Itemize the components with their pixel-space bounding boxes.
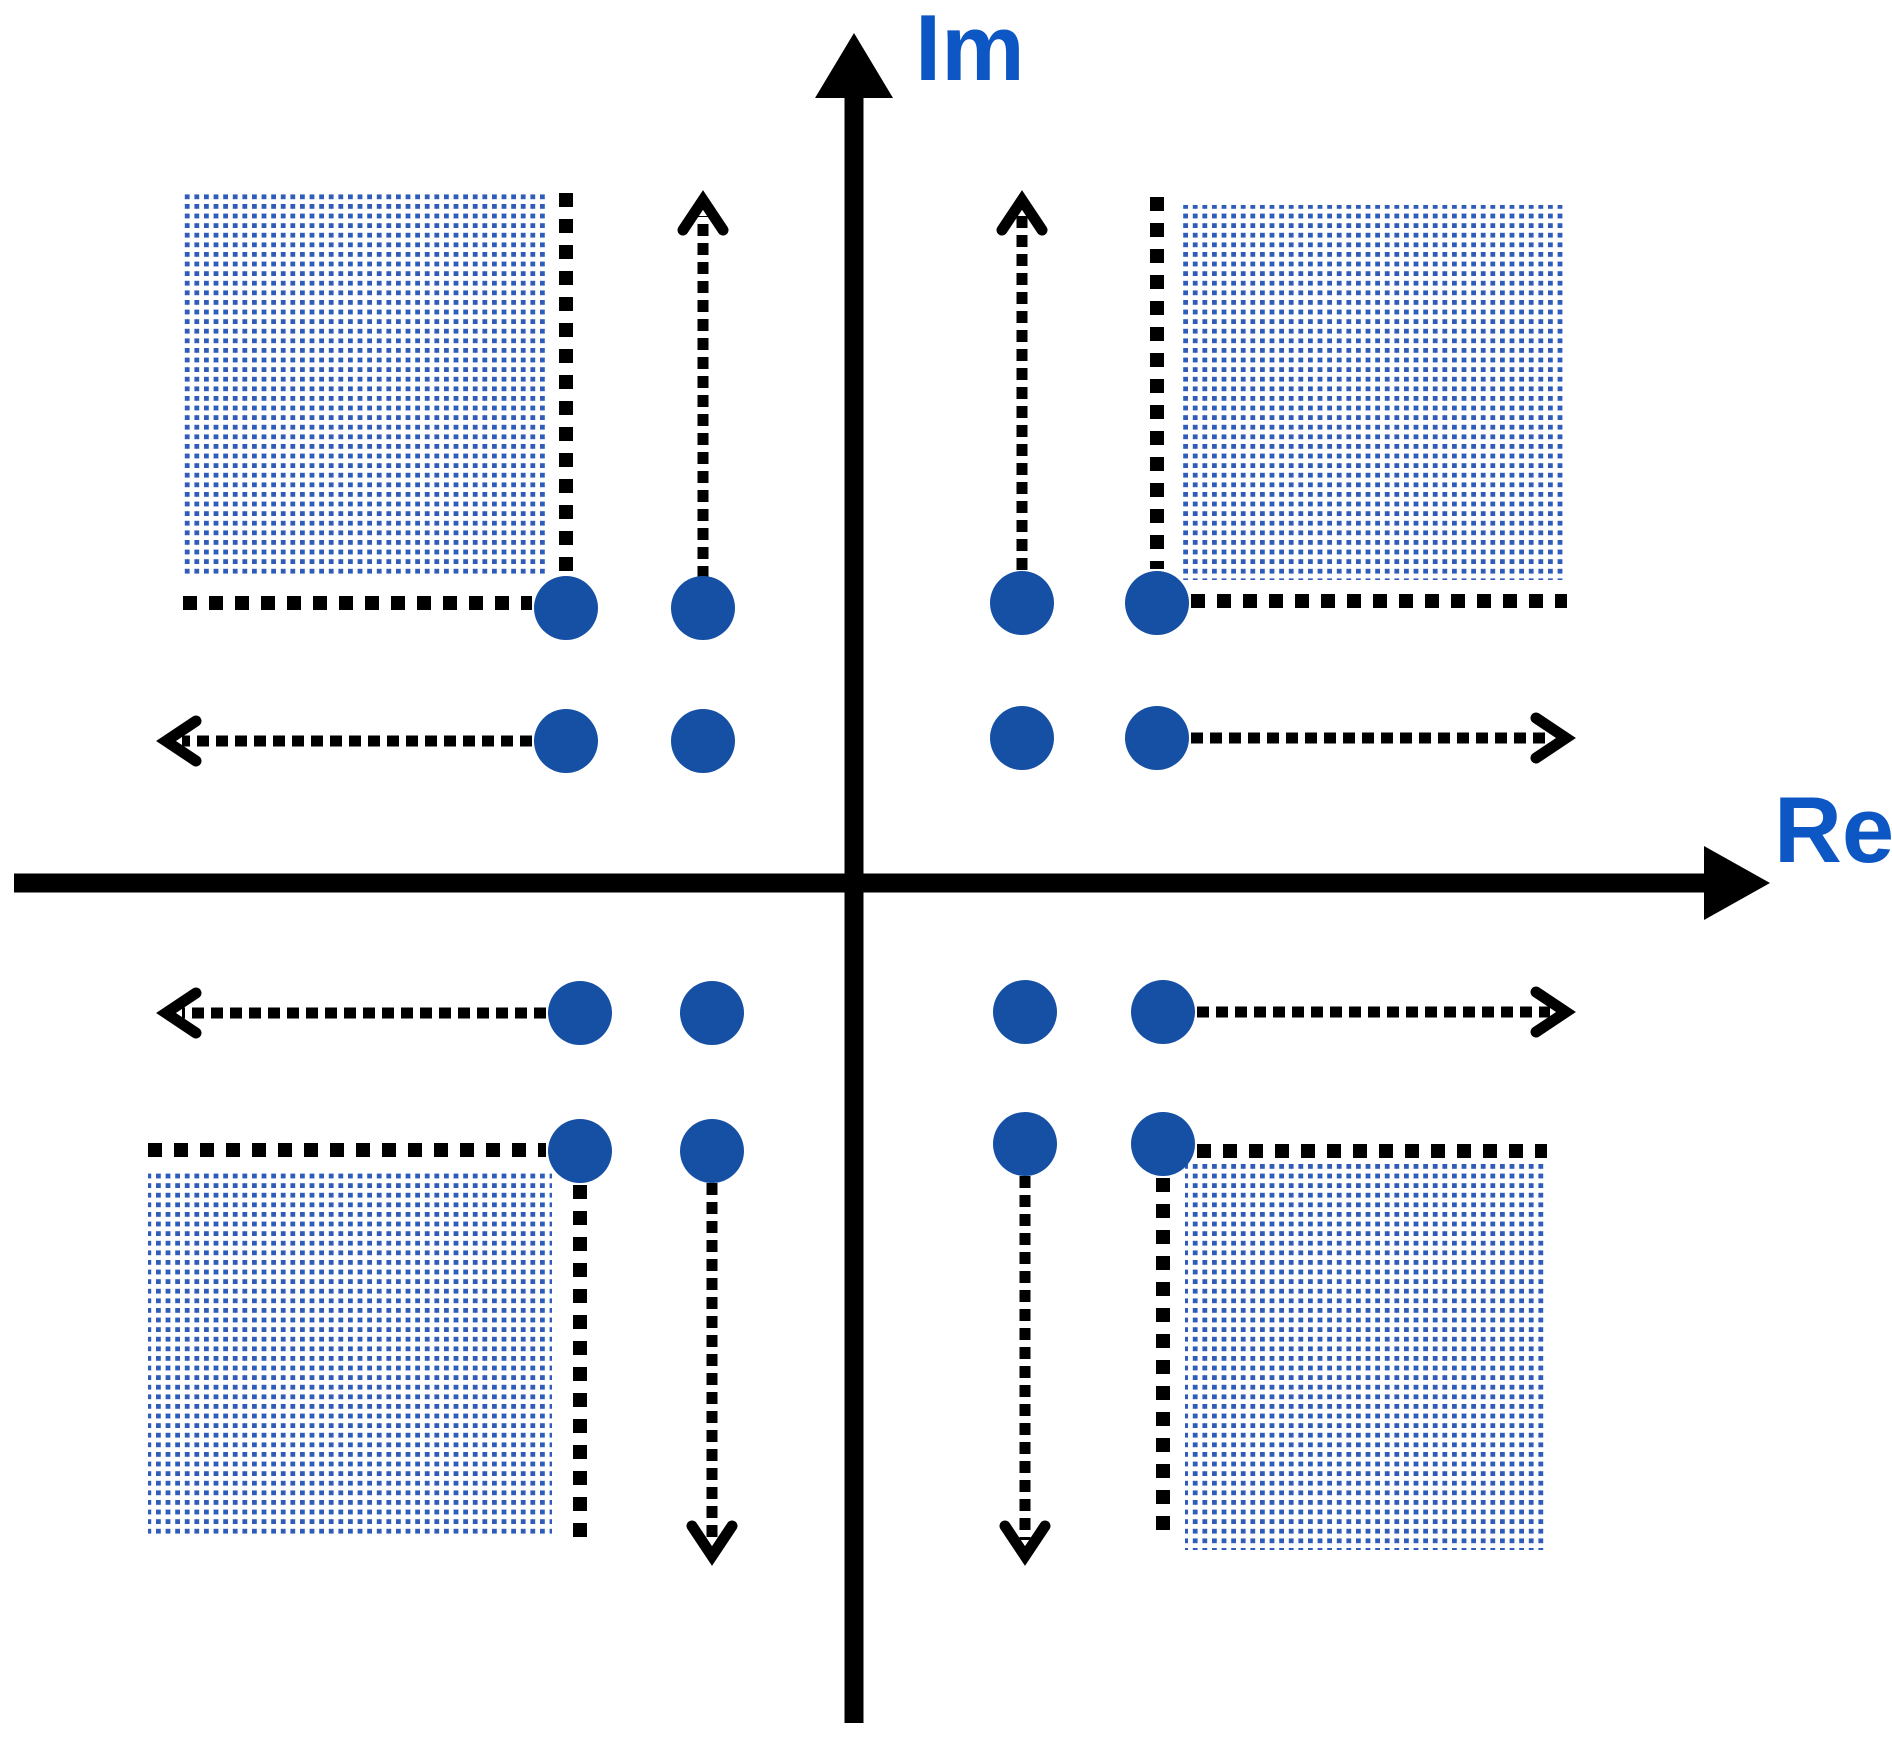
dashed-arrows-group (156, 190, 1576, 1566)
pole-point (990, 706, 1054, 770)
pole-point (1131, 980, 1195, 1044)
pole-point (548, 981, 612, 1045)
shaded-regions-group (148, 193, 1567, 1550)
region-borders-group (148, 193, 1567, 1540)
pole-point (1125, 706, 1189, 770)
pole-point (993, 1112, 1057, 1176)
down-arrow-q3-head-icon (686, 1520, 738, 1566)
right-arrow-q4-head-icon (1530, 986, 1576, 1038)
im-axis-arrowhead-icon (815, 33, 893, 98)
pole-point (993, 980, 1057, 1044)
shaded-region-q3 (148, 1172, 552, 1537)
right-arrow-q1-head-icon (1530, 712, 1576, 764)
shaded-region-q2 (183, 193, 545, 577)
pole-points-group (534, 571, 1195, 1183)
re-axis-label: Re (1774, 777, 1892, 882)
pole-point (680, 1119, 744, 1183)
pole-point (990, 571, 1054, 635)
pole-point (534, 709, 598, 773)
shaded-region-q1 (1183, 205, 1567, 580)
pole-point (671, 709, 735, 773)
down-arrow-q4-head-icon (999, 1520, 1051, 1566)
pole-point (671, 576, 735, 640)
pole-point (534, 576, 598, 640)
up-arrow-q2-head-icon (677, 190, 729, 236)
pole-point (1131, 1112, 1195, 1176)
left-arrow-q2-head-icon (156, 715, 202, 767)
pole-point (680, 981, 744, 1045)
pole-point (548, 1119, 612, 1183)
left-arrow-q3-head-icon (156, 987, 202, 1039)
pole-point (1125, 571, 1189, 635)
im-axis-label: Im (915, 0, 1025, 100)
up-arrow-q1-head-icon (996, 190, 1048, 236)
shaded-region-q4 (1185, 1160, 1547, 1550)
re-axis-arrowhead-icon (1704, 846, 1770, 920)
axes-group (14, 33, 1770, 1723)
